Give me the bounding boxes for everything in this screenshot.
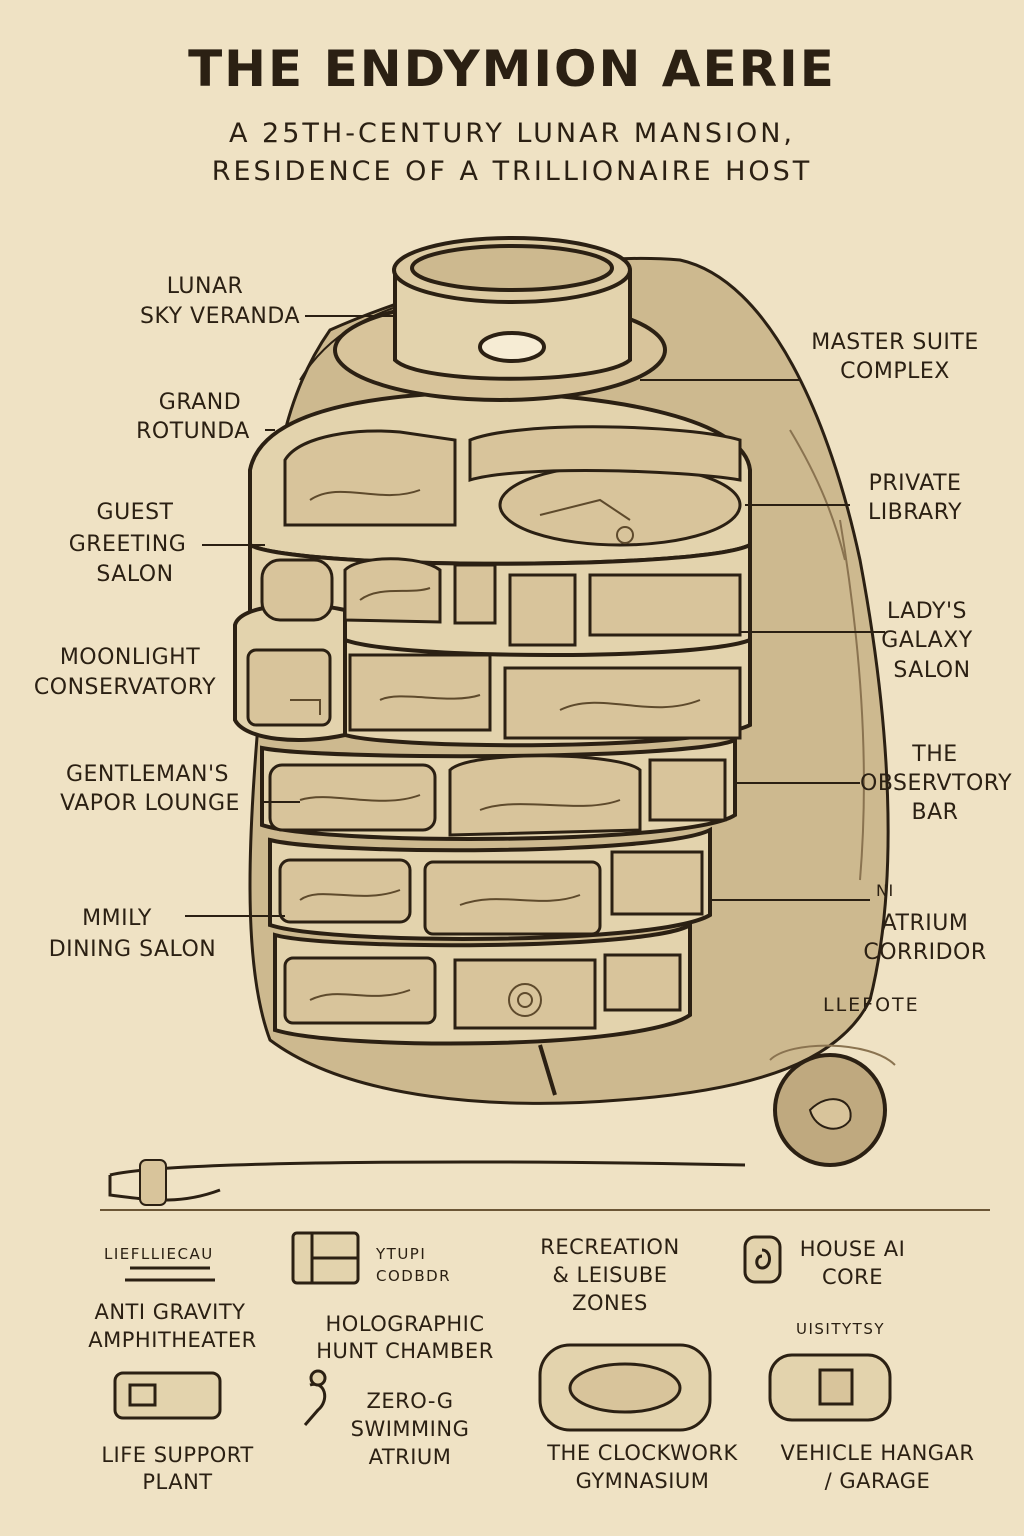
key-core: CORE <box>821 1265 884 1289</box>
label-grand: GRAND <box>158 390 242 415</box>
key-vehicle-hangar: VEHICLE HANGAR <box>780 1441 975 1465</box>
label-mmily: MMILY <box>82 906 152 931</box>
key-swimming: SWIMMING <box>350 1417 470 1441</box>
label-master-suite: MASTER SUITE <box>811 330 979 355</box>
key-anti-gravity: ANTI GRAVITY <box>94 1300 246 1324</box>
label-lunar: LUNAR <box>166 274 244 299</box>
key-gymnasium: GYMNASIUM <box>575 1469 710 1493</box>
key-zero-g: ZERO-G <box>366 1389 454 1413</box>
label-greeting: GREETING <box>68 532 187 557</box>
key-leisube: & LEISUBE <box>552 1263 668 1287</box>
key-garage: / GARAGE <box>824 1469 931 1493</box>
key-amphitheater: AMPHITHEATER <box>88 1328 257 1352</box>
key-recreation: RECREATION <box>540 1235 680 1259</box>
lleftote-pod <box>769 1044 896 1167</box>
label-corridor: CORRIDOR <box>863 940 987 965</box>
page-title: THE ENDYMION AERIE <box>188 40 836 98</box>
label-salon-2: SALON <box>893 658 971 683</box>
label-library: LIBRARY <box>867 500 963 525</box>
key-clockwork: THE CLOCKWORK <box>547 1441 738 1465</box>
label-lleftote: LLEFOTE <box>823 994 920 1016</box>
label-ladys: LADY'S <box>887 599 967 624</box>
label-vapor-lounge: VAPOR LOUNGE <box>60 791 240 816</box>
amphitheater-icon <box>125 1266 215 1282</box>
key-glyph-1: LIEFLLIECAU <box>104 1245 214 1263</box>
key-plant: PLANT <box>142 1470 213 1494</box>
subtitle-line-2: RESIDENCE OF A TRILLIONAIRE HOST <box>211 156 813 187</box>
key-house-ai: HOUSE AI <box>799 1237 906 1261</box>
label-guest: GUEST <box>96 500 174 525</box>
label-rotunda: ROTUNDA <box>136 419 250 444</box>
key-atrium: ATRIUM <box>368 1445 452 1469</box>
key-hunt-chamber: HUNT CHAMBER <box>316 1339 494 1363</box>
label-moonlight: MOONLIGHT <box>59 645 201 670</box>
key-zones: ZONES <box>572 1291 648 1315</box>
leader-lines <box>185 315 885 917</box>
key-glyph-2a: YTUPI <box>376 1245 427 1263</box>
sky-veranda-drum <box>333 236 667 402</box>
label-conservatory: CONSERVATORY <box>33 675 217 700</box>
zero-g-swimmer-icon <box>303 1382 327 1426</box>
key-icons <box>113 1231 892 1432</box>
label-gentlemans: GENTLEMAN'S <box>65 762 229 787</box>
key-life-support: LIFE SUPPORT <box>101 1443 254 1467</box>
label-the: THE <box>912 742 958 767</box>
label-complex: COMPLEX <box>840 359 950 384</box>
label-sky-veranda: SKY VERANDA <box>140 304 300 329</box>
label-observtory: OBSERVTORY <box>860 771 1013 796</box>
lower-trench <box>109 1160 746 1177</box>
label-private: PRIVATE <box>868 471 962 496</box>
subtitle-line-1: A 25TH-CENTURY LUNAR MANSION, <box>229 118 795 149</box>
label-salon-1: SALON <box>96 562 174 587</box>
house-ai-icon <box>743 1235 782 1284</box>
label-bar: BAR <box>911 800 959 825</box>
label-galaxy: GALAXY <box>881 628 973 653</box>
label-dining-salon: DINING SALON <box>48 937 217 962</box>
key-glyph-2b: CODBDR <box>376 1267 452 1285</box>
label-ni: NI <box>876 881 894 900</box>
key-glyph-3: UISITYTSY <box>796 1320 886 1338</box>
key-holographic: HOLOGRAPHIC <box>325 1312 485 1336</box>
label-atrium: ATRIUM <box>881 911 969 936</box>
interior-rooms <box>246 425 742 1030</box>
